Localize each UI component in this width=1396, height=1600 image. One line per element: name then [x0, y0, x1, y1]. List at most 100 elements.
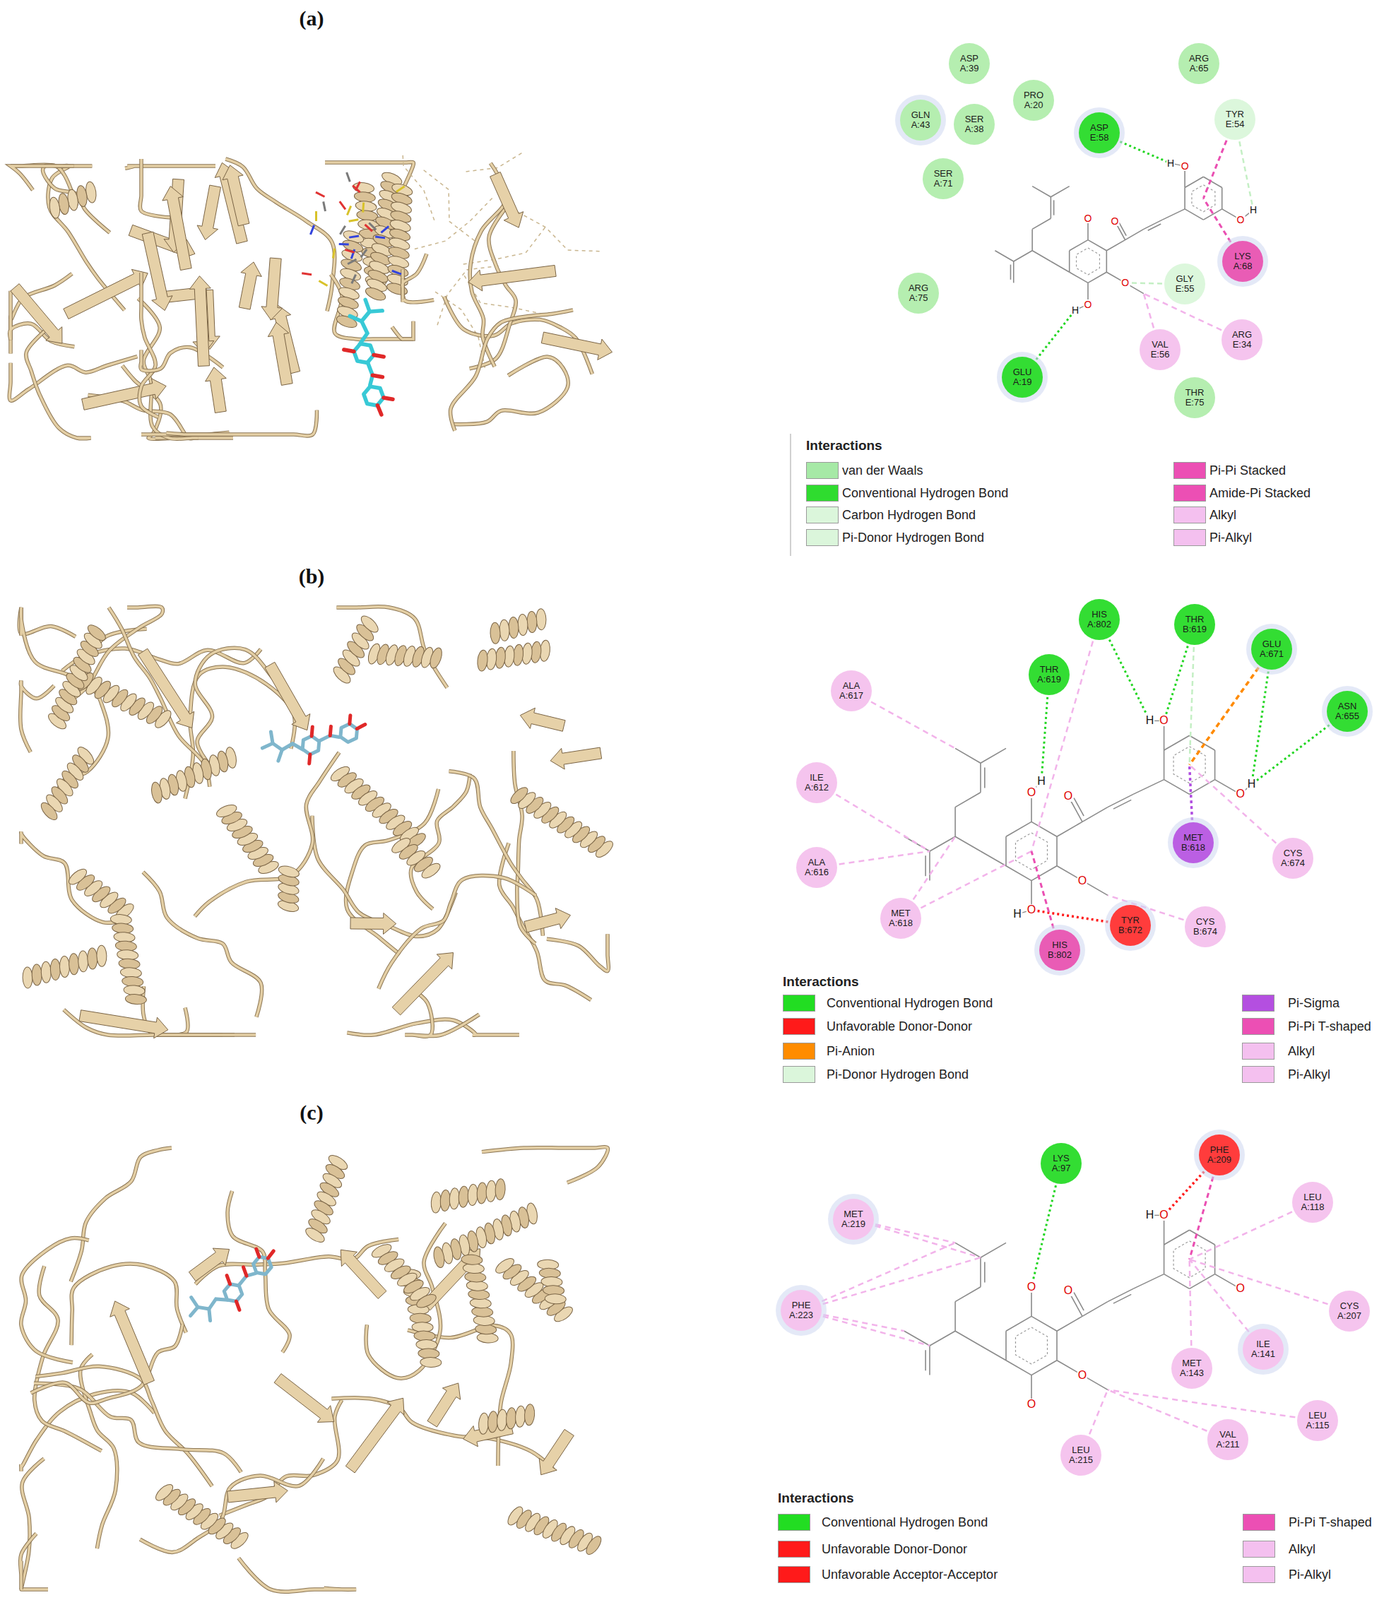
double-bond	[1119, 222, 1127, 236]
coil-outline	[407, 1325, 513, 1466]
helix-turn	[493, 1255, 517, 1276]
ligand-ring	[339, 723, 358, 744]
bond	[1164, 779, 1190, 795]
coil-outline	[194, 752, 340, 917]
panel-label: (b)	[298, 564, 325, 589]
atom-label: O	[1110, 216, 1120, 227]
double-bond	[1053, 199, 1055, 215]
beta-strand	[427, 1383, 461, 1428]
coil	[378, 876, 537, 990]
atom-label: O	[1026, 904, 1037, 916]
legend-text: Conventional Hydrogen Bond	[821, 1515, 988, 1531]
bond	[1056, 821, 1083, 837]
helix-turn	[508, 616, 520, 638]
interaction-line	[1203, 140, 1227, 199]
bond	[1164, 1229, 1190, 1245]
coil-outline	[33, 1383, 241, 1473]
coil-outline	[43, 165, 111, 233]
legend-text: Conventional Hydrogen Bond	[842, 486, 1009, 501]
residue-stick	[380, 226, 389, 233]
residue-label: ASN A:655	[1331, 701, 1364, 721]
residue-label: ASP E:58	[1083, 122, 1116, 143]
bond	[929, 1345, 931, 1376]
bond	[955, 1331, 981, 1346]
interaction-line	[1239, 141, 1254, 210]
atom-label: O	[1083, 213, 1093, 224]
residue-circle: ILE A:141	[1242, 1328, 1284, 1370]
atom-label: O	[1026, 787, 1037, 799]
coil	[21, 1238, 90, 1363]
coil-outline	[125, 166, 216, 169]
atom-label: O	[1236, 214, 1246, 225]
residue-circle: ASP E:58	[1078, 112, 1120, 154]
bond	[980, 851, 1007, 867]
ligand-structure	[904, 1215, 1241, 1405]
double-bond	[1148, 223, 1161, 231]
oxygen-stick	[373, 354, 384, 357]
bond	[1069, 271, 1088, 283]
residue-circle: LEU A:118	[1292, 1181, 1334, 1223]
coil-outline	[19, 607, 76, 637]
beta-strand	[110, 1301, 155, 1386]
legend-heading: Interactions	[782, 974, 860, 990]
ligand-structure	[904, 720, 1252, 915]
atom-label: H	[1249, 204, 1258, 215]
coil-outline	[378, 876, 537, 990]
legend-swatch	[1241, 1042, 1275, 1060]
legend-swatch	[806, 462, 839, 479]
double-bond	[1073, 1292, 1084, 1311]
interaction-line	[1189, 667, 1259, 766]
residue-label: CYS A:207	[1333, 1301, 1366, 1321]
interaction-line	[1189, 1211, 1293, 1259]
coil-outline	[139, 158, 172, 218]
beta-strand	[10, 284, 63, 344]
ligand-ring	[302, 735, 321, 756]
bond	[1133, 779, 1165, 795]
atom-label: O	[1234, 788, 1245, 800]
legend-heading: Interactions	[806, 438, 883, 454]
helix-turn	[48, 196, 61, 220]
atom-label: H	[1246, 778, 1257, 790]
interaction-line	[1041, 697, 1048, 782]
bond	[1006, 821, 1032, 837]
coil-outline	[546, 933, 609, 971]
residue-stick	[351, 274, 357, 285]
coil-outline	[21, 1238, 90, 1363]
coil-outline	[513, 750, 536, 944]
ligand-sticks	[334, 297, 410, 417]
residue-label: THR E:75	[1178, 387, 1211, 407]
legend-text: Unfavorable Donor-Donor	[821, 1542, 968, 1558]
atom-label: H	[1145, 714, 1156, 727]
bond	[929, 1331, 956, 1346]
helix-turn	[517, 613, 528, 636]
residue-label: LYS A:68	[1226, 251, 1259, 271]
helix-turn	[460, 1253, 483, 1266]
bond	[955, 1287, 981, 1303]
residue-circle: PHE A:209	[1198, 1134, 1240, 1176]
interaction-line	[1107, 1389, 1295, 1418]
residue-stick	[349, 235, 359, 238]
legend-swatch	[777, 1540, 811, 1558]
residue-label: CYS B:674	[1189, 917, 1222, 937]
residue-stick	[301, 273, 312, 275]
coil	[448, 771, 543, 937]
oxygen-stick	[235, 1301, 239, 1310]
oxygen-stick	[372, 375, 383, 377]
interaction-line	[1036, 310, 1076, 360]
ligand-bond	[278, 749, 282, 761]
helix-turn	[432, 1246, 446, 1269]
coil-outline	[392, 321, 414, 340]
beta-strand	[79, 1010, 169, 1039]
beta-strand	[63, 269, 148, 319]
beta-strand	[222, 165, 250, 227]
double-bond	[1073, 798, 1084, 816]
bond	[1032, 186, 1051, 198]
coil	[140, 346, 224, 371]
interaction-line	[1125, 281, 1163, 285]
coil	[21, 832, 123, 924]
residue-label: PHE A:223	[784, 1300, 818, 1320]
residue-circle: LEU A:215	[1060, 1434, 1102, 1476]
legend-divider	[789, 433, 792, 556]
bond	[979, 1257, 982, 1288]
coil-outline	[312, 815, 456, 937]
